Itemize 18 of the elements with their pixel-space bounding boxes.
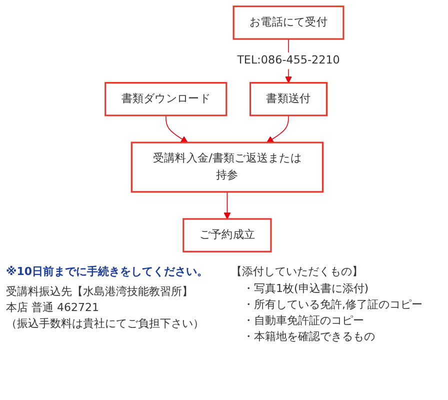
list-heading: 【添付していただくもの】 (231, 264, 363, 280)
step-box: 書類送付 (249, 82, 328, 116)
step-box: 受講料入金/書類ご返送または持参 (130, 142, 324, 193)
step-box: お電話にて受付 (232, 6, 344, 40)
arrow (165, 115, 188, 143)
payment-text: 受講料振込先【水島港湾技能教習所】 (6, 284, 193, 300)
edge-label: TEL:086-455-2210 (236, 52, 340, 70)
arrow (223, 191, 230, 220)
list-item: ・写真1枚(申込書に添付) (242, 280, 369, 297)
list-item: ・自動車免許証のコピー (242, 312, 364, 329)
fee-note: （振込手数料は貴社にてご負担下さい） (6, 316, 204, 332)
step-box: 書類ダウンロード (104, 82, 227, 116)
step-box: ご予約成立 (182, 218, 272, 252)
arrow (266, 115, 288, 143)
list-item: ・所有している免許,修了証のコピー (242, 296, 422, 313)
account-text: 本店 普通 462721 (6, 300, 99, 316)
note-text: ※10日前までに手続きをしてください。 (6, 264, 208, 280)
list-item: ・本籍地を確認できるもの (242, 328, 375, 345)
